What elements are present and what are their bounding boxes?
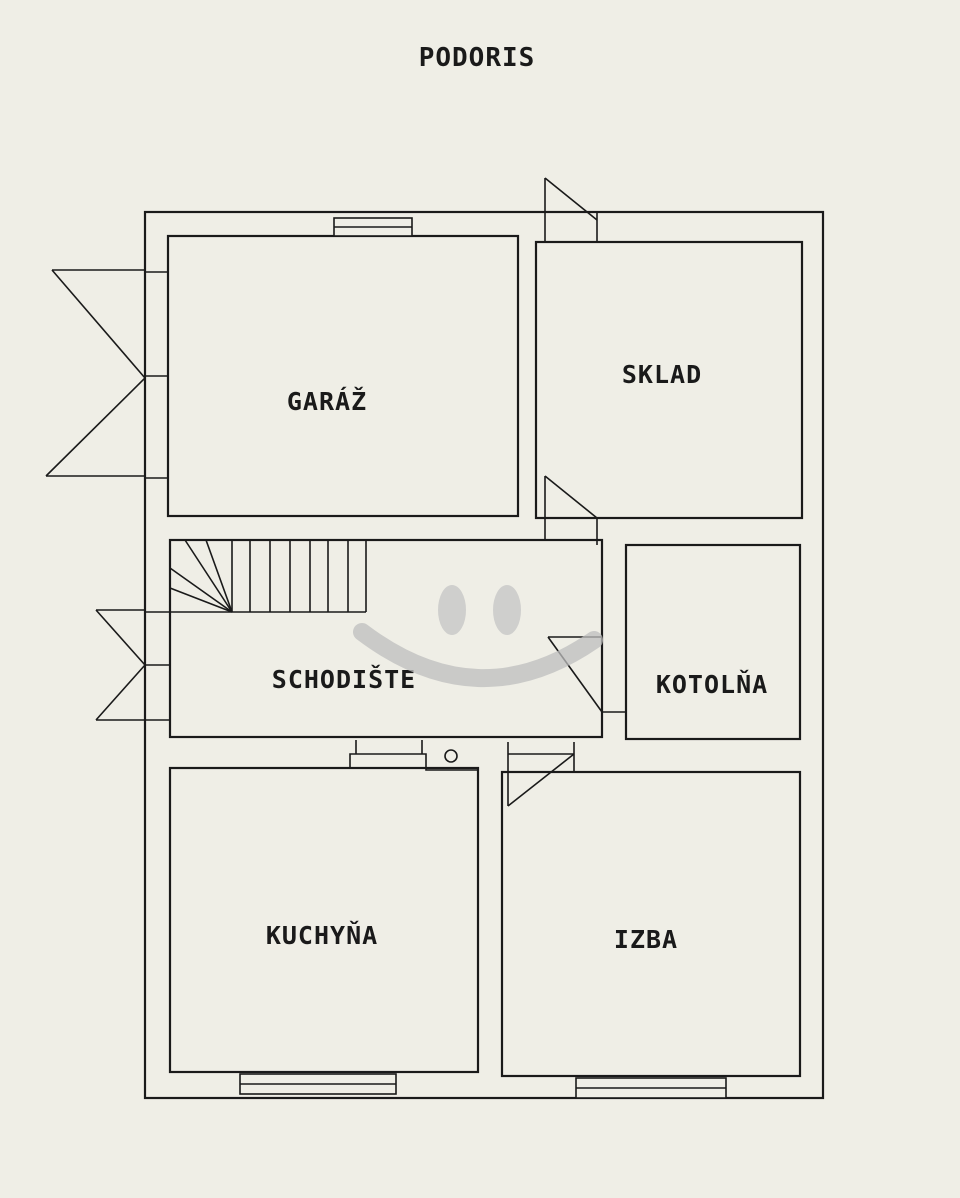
room-kotolna xyxy=(624,543,802,741)
entrance-door-swing xyxy=(95,609,170,721)
chimney-icon xyxy=(444,749,458,763)
izba-door xyxy=(507,742,575,807)
sklad-door-bottom xyxy=(544,475,598,545)
label-schodiste: SCHODIŠTE xyxy=(272,664,416,694)
label-kuchyna: KUCHYŇA xyxy=(266,921,378,950)
room-kuchyna xyxy=(168,766,480,1074)
watermark-logo xyxy=(353,585,603,688)
label-kotolna: KOTOLŇA xyxy=(656,670,768,699)
window-bottom-kuchyna xyxy=(239,1073,397,1095)
label-garaz: GARÁŽ xyxy=(287,387,367,416)
sklad-door-top xyxy=(544,177,598,242)
garage-door-swing xyxy=(45,269,168,479)
room-sklad xyxy=(534,240,804,520)
label-izba: IZBA xyxy=(614,925,678,954)
window-top-garaz xyxy=(333,217,413,237)
outer-wall xyxy=(143,210,825,1100)
staircase xyxy=(169,539,367,613)
kuchyna-opening xyxy=(349,740,478,771)
plan-title: PODORIS xyxy=(419,43,536,73)
window-bottom-izba xyxy=(575,1077,727,1099)
label-sklad: SKLAD xyxy=(622,360,702,389)
room-izba xyxy=(500,770,802,1078)
room-garaz xyxy=(166,234,520,518)
